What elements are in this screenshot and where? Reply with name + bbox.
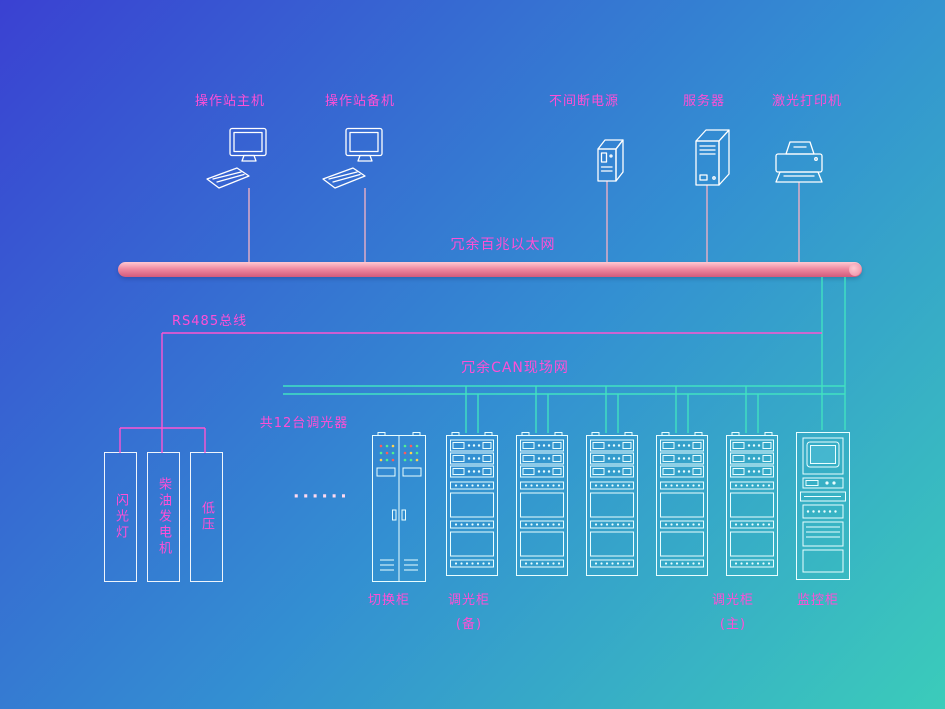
panel-flash-light-label: 闪光灯 [113,493,128,541]
label-dimmer-cabinet-main-sub: (主) [719,617,747,632]
label-dimmer-count: 共12台调光器 [259,416,349,431]
label-rs485-bus: RS485总线 [172,314,248,329]
monitor-cabinet [796,432,850,580]
ethernet-bus-bar [118,262,862,277]
panel-diesel-generator: 柴油发电机 [147,452,180,582]
label-dimmer-cabinet-backup-sub: (备) [455,617,483,632]
dimmer-cabinet-4 [656,432,708,576]
label-can-bus: 冗余CAN现场网 [461,360,569,376]
label-ethernet-bus: 冗余百兆以太网 [450,237,556,253]
label-dimmer-cabinet-main: 调光柜 [711,593,754,608]
switch-cabinet [372,432,426,582]
label-laser-printer: 激光打印机 [771,94,842,109]
label-operator-station-backup: 操作站备机 [324,94,395,109]
panel-low-voltage-label: 低压 [199,501,214,533]
label-server: 服务器 [682,94,725,109]
ellipsis-continuation: ······ [293,487,350,507]
workstation-backup-icon [322,127,383,189]
workstation-main-icon [206,127,267,189]
label-dimmer-cabinet-backup: 调光柜 [447,593,490,608]
can-bus-lines [283,385,845,433]
ups-icon [597,139,624,182]
bus-end-cap [849,263,861,276]
label-ups: 不间断电源 [548,94,619,109]
dimmer-cabinet-5 [726,432,778,576]
label-monitor-cabinet: 监控柜 [796,593,839,608]
label-switch-cabinet: 切换柜 [367,593,410,608]
panel-low-voltage: 低压 [190,452,223,582]
label-operator-station-main: 操作站主机 [194,94,265,109]
dimmer-cabinet-3 [586,432,638,576]
device-to-ethernet-lines [248,181,800,262]
ethernet-to-monitor-cabinet-lines [821,277,846,430]
rs485-bus-lines [119,332,822,453]
laser-printer-icon [775,141,823,183]
dimmer-cabinet-1 [446,432,498,576]
panel-diesel-generator-label: 柴油发电机 [156,477,171,557]
server-icon [695,129,730,186]
dimmer-cabinet-2 [516,432,568,576]
